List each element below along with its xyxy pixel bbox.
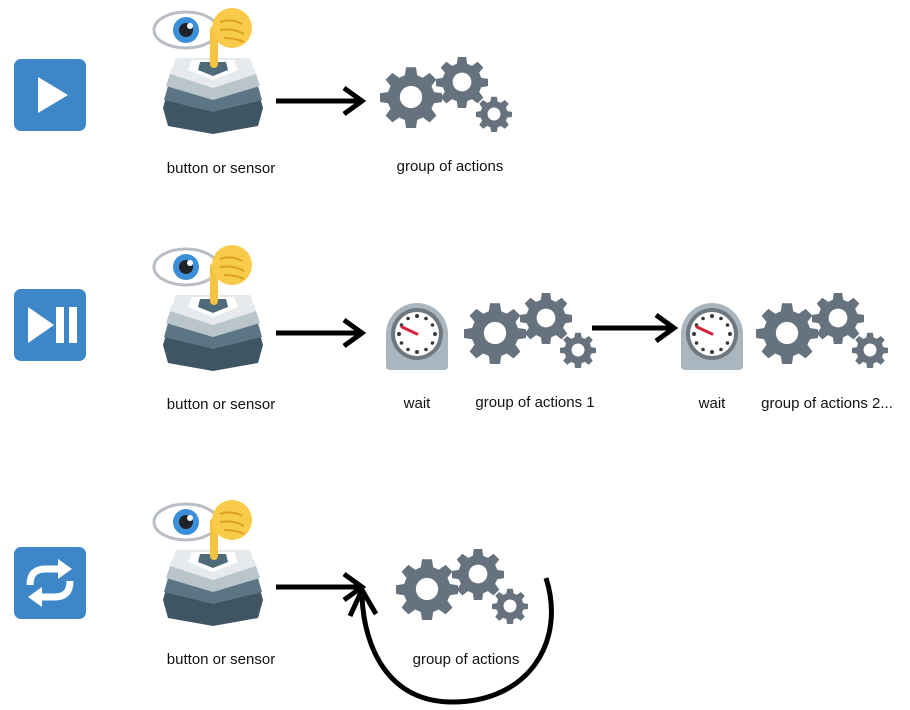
play-icon	[14, 59, 86, 131]
arrow-right-icon	[592, 312, 678, 344]
loop-arrow-icon	[347, 577, 554, 705]
repeat-icon	[14, 547, 86, 619]
wait-label: wait	[403, 395, 431, 412]
action-label: group of actions 1	[475, 394, 595, 411]
arrow-right-icon	[276, 317, 367, 349]
wait-label: wait	[698, 395, 726, 412]
clock-icon	[382, 300, 452, 372]
action-label: group of actions	[412, 651, 520, 668]
gears-icon	[380, 56, 520, 136]
button-sensor-icon	[148, 245, 278, 375]
gears-icon	[756, 292, 896, 372]
trigger-label: button or sensor	[166, 651, 276, 668]
button-sensor-icon	[148, 500, 278, 630]
trigger-label: button or sensor	[166, 160, 276, 177]
play-pause-icon	[14, 289, 86, 361]
trigger-label: button or sensor	[166, 396, 276, 413]
action-label: group of actions 2...	[761, 395, 893, 412]
gears-icon	[464, 292, 604, 372]
arrow-right-icon	[276, 85, 367, 117]
action-label: group of actions	[396, 158, 504, 175]
button-sensor-icon	[148, 8, 278, 138]
clock-icon	[677, 300, 747, 372]
